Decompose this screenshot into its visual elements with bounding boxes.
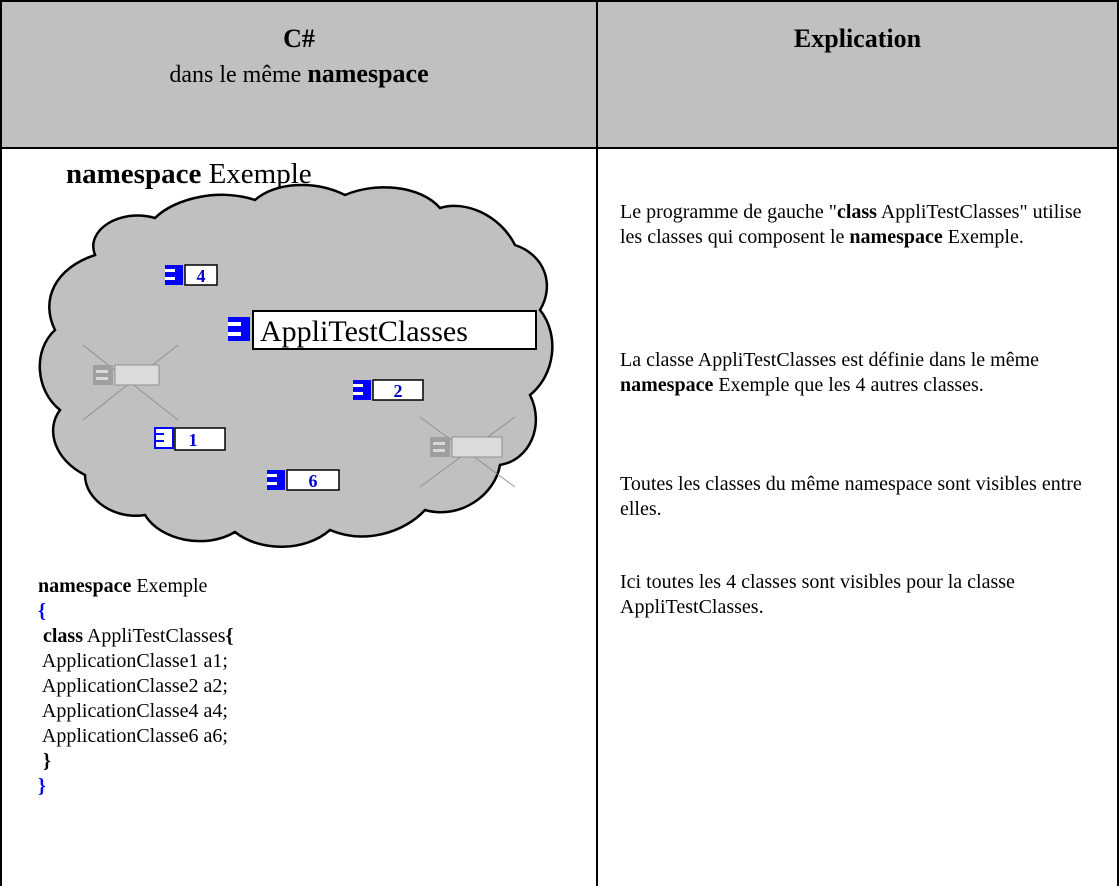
code-namespace-name: Exemple	[131, 575, 208, 597]
explanation-p4: Ici toutes les 4 classes sont visibles p…	[620, 571, 1015, 618]
namespace-keyword: namespace	[66, 158, 202, 190]
code-line-4: ApplicationClasse1 a1;	[38, 650, 228, 672]
code-block: namespace Exemple{ class AppliTestClasse…	[38, 574, 233, 799]
code-line-1: namespace Exemple	[38, 574, 233, 599]
table-border-right	[1117, 0, 1119, 886]
header-left-title: C#	[283, 24, 315, 53]
header-right-text: Explication	[598, 22, 1117, 57]
code-close-brace: }	[38, 775, 46, 797]
explanation-p3: Toutes les classes du même namespace son…	[620, 473, 1082, 520]
header-left-text: C# dans le même namespace	[2, 22, 596, 92]
code-keyword-namespace: namespace	[38, 575, 132, 597]
header-right-cell	[598, 2, 1117, 147]
code-line-3: class AppliTestClasses{	[38, 624, 233, 649]
explanation-p1: Le programme de gauche "class AppliTestC…	[620, 201, 1082, 248]
class-icon-2: 2	[353, 379, 424, 401]
code-open-brace: {	[38, 600, 46, 622]
class-icon-6: 6	[267, 469, 340, 491]
table-border-left	[0, 0, 2, 886]
class-label-4: 4	[197, 266, 206, 286]
header-left-cell	[2, 2, 596, 147]
code-line-5: ApplicationClasse2 a2;	[38, 675, 228, 697]
excluded-class-icon-right	[419, 416, 516, 488]
class-label-applitestclasses: AppliTestClasses	[260, 315, 468, 348]
code-class-close-brace: }	[43, 750, 51, 772]
class-icon-1: 1	[154, 427, 226, 451]
table-row-divider	[0, 147, 1119, 149]
class-icon-applitestclasses: AppliTestClasses	[228, 310, 537, 350]
code-line-8: }	[38, 749, 233, 774]
header-left-subtitle: dans le même	[169, 62, 308, 88]
excluded-class-icon-left	[82, 344, 179, 421]
class-icon-4: 4	[165, 264, 218, 286]
namespace-cloud-diagram: 4 AppliTestClasses 2	[38, 183, 554, 548]
table-column-divider	[596, 0, 598, 886]
class-label-2: 2	[394, 381, 403, 401]
code-line-6: ApplicationClasse4 a4;	[38, 700, 228, 722]
table-border-top	[0, 0, 1119, 2]
header-right-title: Explication	[793, 24, 922, 53]
code-keyword-class: class	[43, 625, 83, 647]
class-label-6: 6	[309, 471, 318, 491]
code-class-brace: {	[225, 625, 234, 647]
header-left-subtitle-bold: namespace	[307, 59, 429, 88]
code-line-7: ApplicationClasse6 a6;	[38, 725, 228, 747]
code-class-name: AppliTestClasses	[83, 625, 226, 647]
explanation-p2: La classe AppliTestClasses est définie d…	[620, 349, 1040, 396]
class-label-1: 1	[189, 430, 198, 450]
